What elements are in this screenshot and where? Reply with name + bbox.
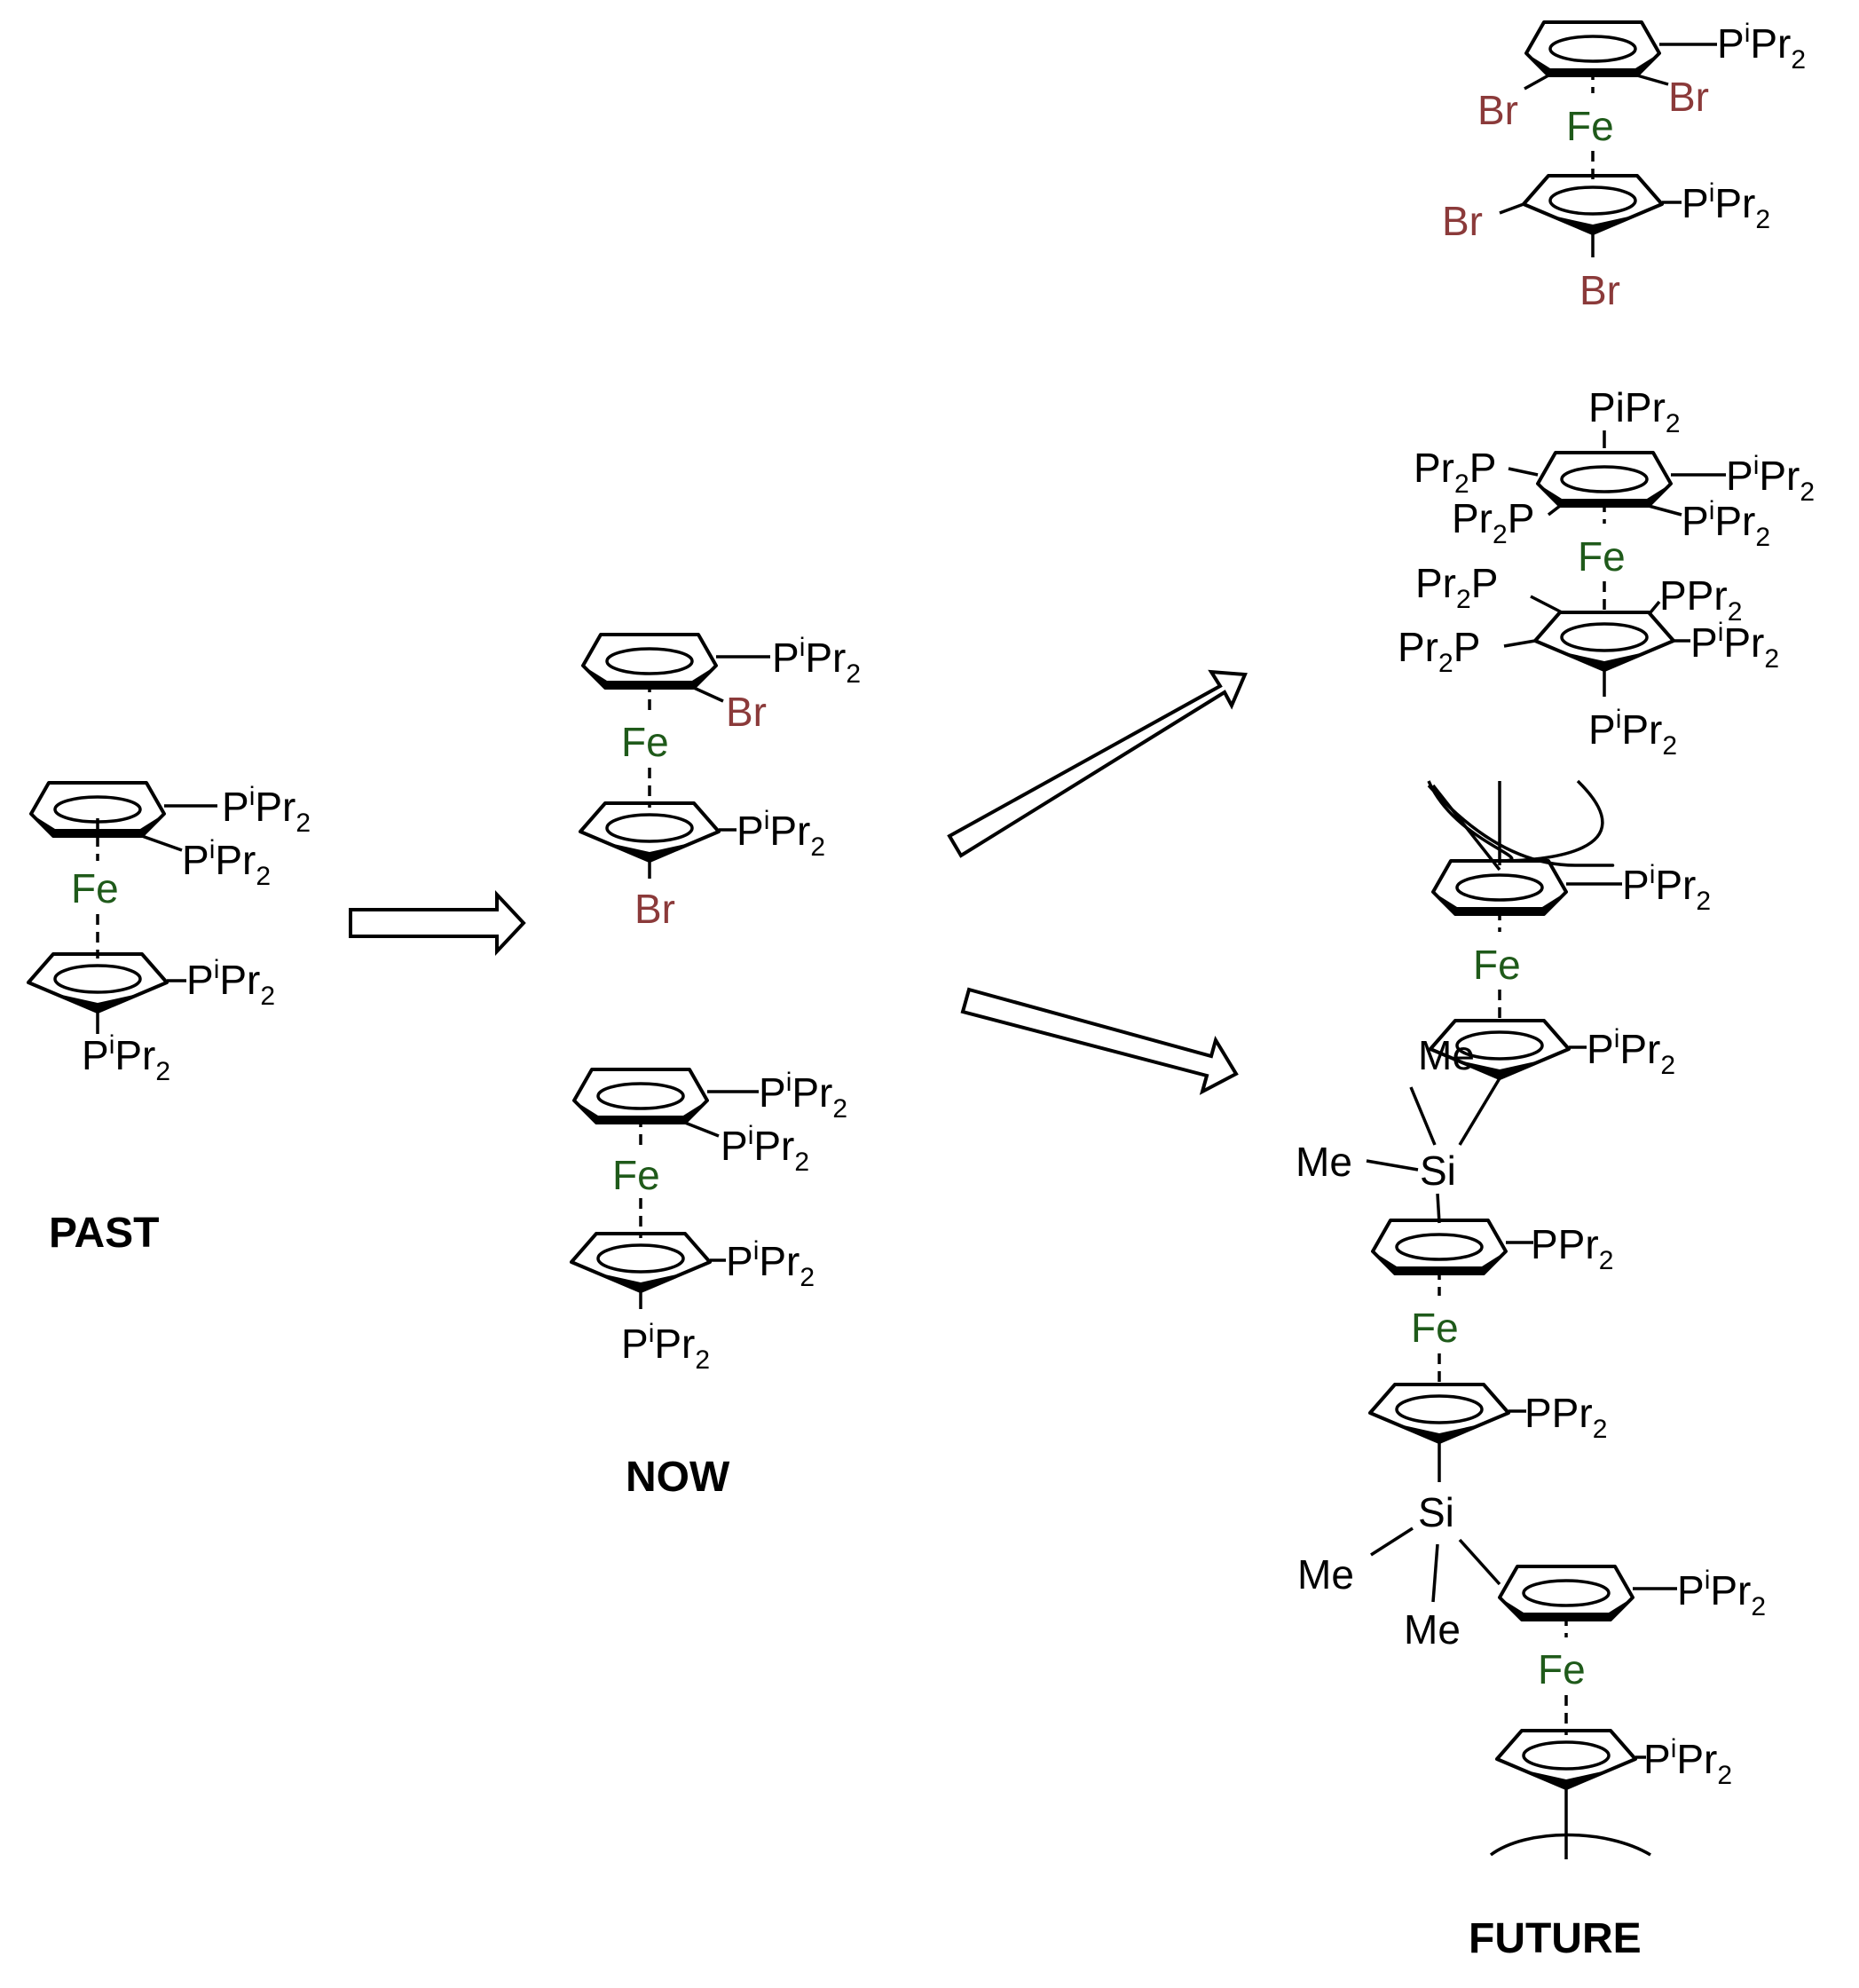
svg-text:Pr2P: Pr2P [1415, 560, 1498, 614]
future-caption: FUTURE [1469, 1915, 1642, 1962]
svg-text:PiPr2: PiPr2 [1622, 860, 1711, 916]
svg-text:PiPr2: PiPr2 [721, 1121, 809, 1177]
svg-text:PPr2: PPr2 [1659, 572, 1742, 627]
svg-text:PiPr2: PiPr2 [1643, 1734, 1732, 1790]
arrow-now-to-future-lower [960, 987, 1239, 1095]
svg-text:PiPr2: PiPr2 [222, 782, 311, 838]
svg-text:PiPr2: PiPr2 [186, 955, 275, 1011]
bromine-label: Br [1668, 74, 1709, 120]
bromine-label: Br [1477, 87, 1518, 133]
svg-text:PiPr2: PiPr2 [1726, 451, 1815, 507]
svg-text:PiPr2: PiPr2 [737, 806, 825, 862]
past-caption: PAST [49, 1210, 159, 1257]
svg-text:PiPr2: PiPr2 [1588, 384, 1681, 438]
svg-text:PiPr2: PiPr2 [1588, 705, 1677, 761]
iron-label: Fe [1473, 942, 1521, 988]
now-caption: NOW [626, 1454, 730, 1501]
now-tetraphosphine-ferrocene: Fe PiPr2 PiPr2 PiPr2 PiPr2 [570, 1068, 847, 1375]
bromine-label: Br [1442, 198, 1483, 244]
iron-label: Fe [1566, 103, 1614, 149]
future-oligomer: PiPr2 Fe PiPr2 Me Si Me PPr2 Fe PPr2 Si … [1296, 779, 1766, 1859]
iron-label: Fe [1578, 533, 1626, 580]
svg-text:PiPr2: PiPr2 [1717, 19, 1806, 75]
svg-text:PPr2: PPr2 [1531, 1221, 1613, 1275]
p-label: P [222, 784, 249, 830]
arrow-past-to-now [349, 889, 526, 957]
methyl-label: Me [1418, 1032, 1475, 1078]
polymer-bracket-bottom [1489, 1833, 1651, 1857]
bromine-label: Br [726, 689, 767, 735]
iron-label: Fe [621, 719, 669, 765]
svg-text:PiPr2: PiPr2 [182, 835, 271, 891]
svg-text:Pr2P: Pr2P [1414, 445, 1496, 499]
svg-text:PiPr2: PiPr2 [726, 1236, 815, 1292]
svg-text:PiPr2: PiPr2 [82, 1030, 170, 1086]
svg-text:PiPr2: PiPr2 [1682, 496, 1770, 552]
svg-text:PPr2: PPr2 [1524, 1390, 1607, 1444]
svg-text:PiPr2: PiPr2 [621, 1319, 710, 1375]
iron-label: Fe [1538, 1646, 1586, 1692]
svg-text:Pr2P: Pr2P [1398, 624, 1480, 678]
methyl-label: Me [1297, 1551, 1354, 1598]
silicon-label: Si [1420, 1148, 1456, 1194]
bromine-label: Br [1579, 267, 1620, 313]
iron-label: Fe [1411, 1305, 1459, 1351]
future-tetrabromo-ferrocene: Fe PiPr2 Br Br PiPr2 Br Br [1442, 19, 1806, 313]
past-ferrocene: Fe PiPr2 PiPr2 PiPr2 PiPr2 [27, 781, 311, 1086]
arrow-now-to-future-upper [947, 669, 1248, 858]
silicon-label: Si [1418, 1489, 1454, 1535]
svg-text:PiPr2: PiPr2 [1682, 178, 1770, 234]
iron-label: Fe [71, 865, 119, 911]
bromine-label: Br [634, 886, 675, 932]
svg-text:PiPr2: PiPr2 [1587, 1024, 1675, 1080]
svg-text:Pr2P: Pr2P [1452, 495, 1534, 549]
future-decaphosphine-ferrocene: Fe PiPr2 PiPr2 Pr2P PiPr2 Pr2P Pr2P PPr2… [1398, 384, 1815, 761]
svg-text:PiPr2: PiPr2 [772, 633, 861, 689]
svg-text:PiPr2: PiPr2 [1677, 1566, 1766, 1621]
polymer-bracket-top [1427, 784, 1614, 867]
iron-label: Fe [612, 1152, 660, 1198]
svg-text:PiPr2: PiPr2 [1690, 618, 1779, 674]
methyl-label: Me [1296, 1139, 1352, 1185]
methyl-label: Me [1404, 1606, 1461, 1653]
now-dibromo-ferrocene: Fe PiPr2 Br PiPr2 Br [579, 633, 861, 932]
svg-text:PiPr2: PiPr2 [759, 1068, 847, 1124]
